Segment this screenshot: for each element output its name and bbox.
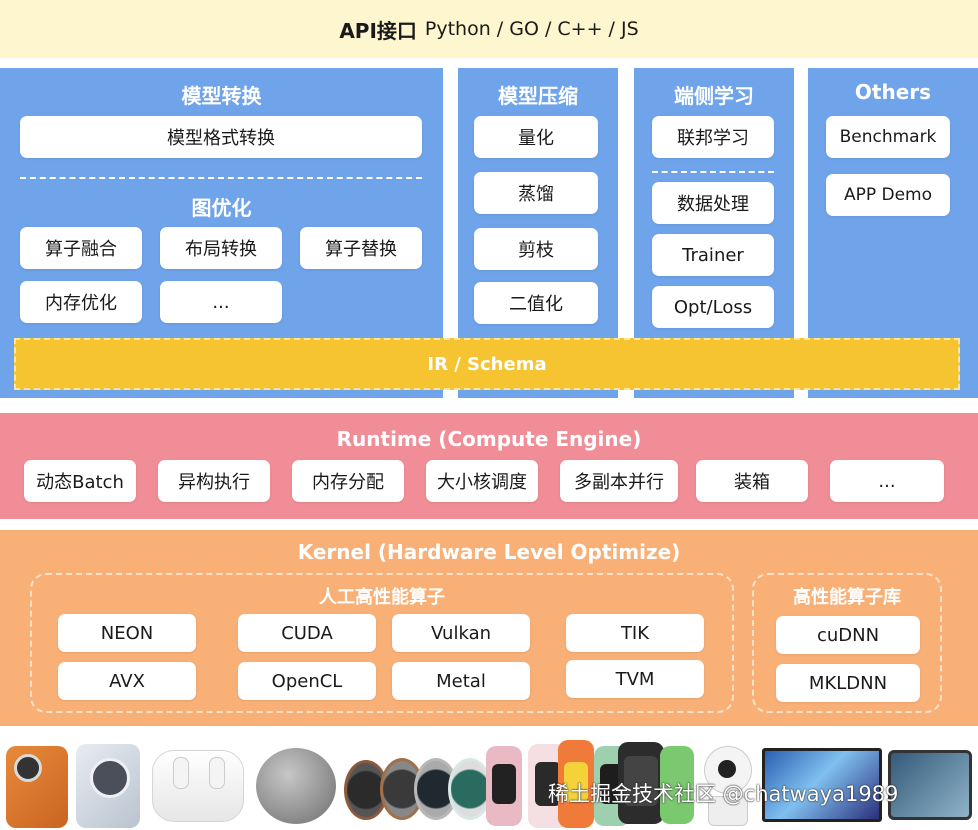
graph-item: ... <box>160 281 282 323</box>
ir-schema-bar: IR / Schema <box>14 338 960 390</box>
runtime-item: 大小核调度 <box>426 460 538 502</box>
runtime-item: ... <box>830 460 944 502</box>
graph-item: 布局转换 <box>160 227 282 269</box>
phone-orange-image <box>6 746 68 828</box>
runtime-item: 异构执行 <box>158 460 270 502</box>
band-lime-image <box>660 746 694 824</box>
runtime-item: 装箱 <box>696 460 808 502</box>
edge-item: Opt/Loss <box>652 286 774 328</box>
kernel-lib-item: cuDNN <box>776 616 920 654</box>
others-title: Others <box>854 80 932 104</box>
kernel-item: OpenCL <box>238 662 376 700</box>
earbuds-white-image <box>152 750 244 822</box>
edge-item: 数据处理 <box>652 182 774 224</box>
kernel-item: TVM <box>566 660 704 698</box>
divider <box>20 177 422 179</box>
watch-black-image <box>618 742 664 824</box>
kernel-item: Metal <box>392 662 530 700</box>
tablet-image <box>888 750 972 820</box>
phone-silver-image <box>76 744 140 828</box>
divider <box>652 171 774 173</box>
edge-item: 联邦学习 <box>652 116 774 158</box>
api-title: API接口 <box>339 18 417 43</box>
kernel-item: CUDA <box>238 614 376 652</box>
graph-item: 算子融合 <box>20 227 142 269</box>
kernel-panel: Kernel (Hardware Level Optimize) 人工高性能算子… <box>0 530 978 726</box>
graph-item: 内存优化 <box>20 281 142 323</box>
kernel-item: Vulkan <box>392 614 530 652</box>
compress-item: 二值化 <box>474 282 598 324</box>
kernel-item: AVX <box>58 662 196 700</box>
kernel-title: Kernel (Hardware Level Optimize) <box>297 540 681 564</box>
compress-item: 蒸馏 <box>474 172 598 214</box>
manual-operator-group: 人工高性能算子 <box>30 573 734 713</box>
graph-item: 算子替换 <box>300 227 422 269</box>
manual-operator-title: 人工高性能算子 <box>319 587 445 608</box>
kernel-item: TIK <box>566 614 704 652</box>
edge-learning-title: 端侧学习 <box>674 84 754 108</box>
operator-library-group: 高性能算子库 <box>752 573 942 713</box>
runtime-item: 动态Batch <box>24 460 136 502</box>
band-pink-image <box>486 746 522 826</box>
others-item: Benchmark <box>826 116 950 158</box>
api-bar: API接口 Python / GO / C++ / JS <box>0 0 978 58</box>
kernel-lib-item: MKLDNN <box>776 664 920 702</box>
edge-item: Trainer <box>652 234 774 276</box>
model-convert-title: 模型转换 <box>181 84 262 108</box>
api-languages: Python / GO / C++ / JS <box>424 18 639 40</box>
format-convert-box: 模型格式转换 <box>20 116 422 158</box>
ir-schema-label: IR / Schema <box>427 353 547 375</box>
runtime-panel: Runtime (Compute Engine) 动态Batch 异构执行 内存… <box>0 413 978 519</box>
runtime-item: 内存分配 <box>292 460 404 502</box>
operator-library-title: 高性能算子库 <box>793 587 901 608</box>
compress-item: 量化 <box>474 116 598 158</box>
others-item: APP Demo <box>826 174 950 216</box>
tv-image <box>762 748 882 822</box>
device-strip: 稀土掘金技术社区 @chatwaya1989 <box>0 736 978 830</box>
runtime-title: Runtime (Compute Engine) <box>336 427 642 451</box>
runtime-item: 多副本并行 <box>560 460 678 502</box>
model-compress-title: 模型压缩 <box>498 84 578 108</box>
graph-optimize-title: 图优化 <box>191 196 252 220</box>
watermark-text: 稀土掘金技术社区 @chatwaya1989 <box>548 782 899 806</box>
band-orange-image <box>558 740 594 828</box>
kernel-item: NEON <box>58 614 196 652</box>
compress-item: 剪枝 <box>474 228 598 270</box>
camera-image <box>700 742 754 828</box>
earbuds-gray-image <box>256 748 336 824</box>
